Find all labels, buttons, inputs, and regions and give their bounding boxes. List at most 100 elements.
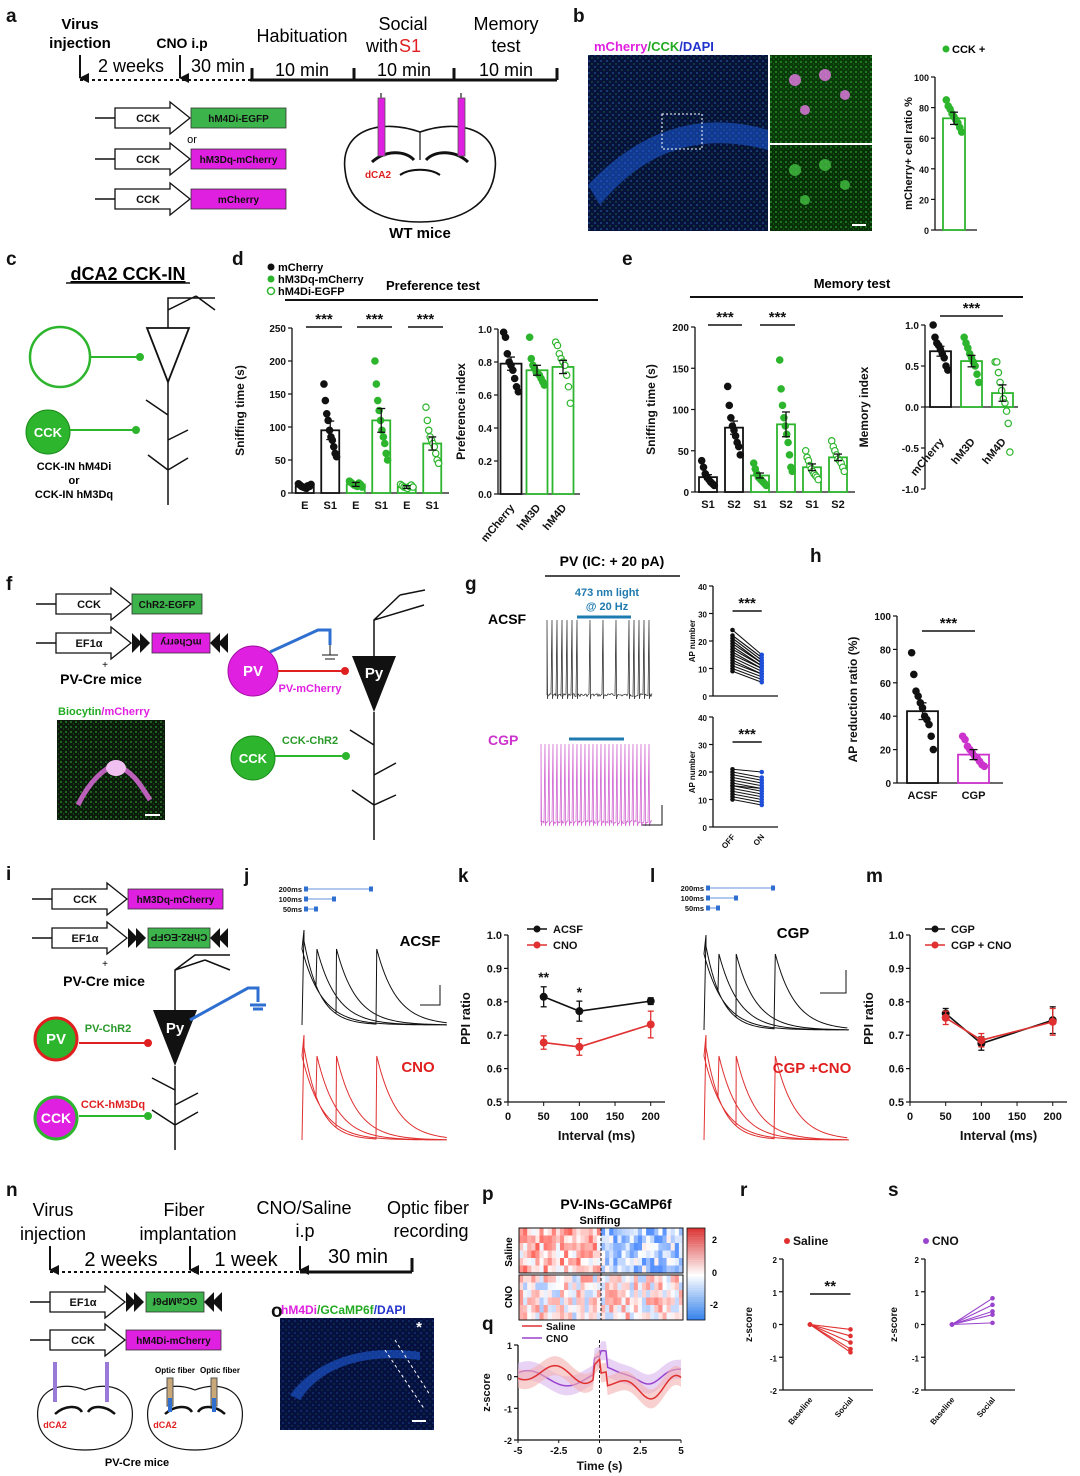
heatmap-cell (588, 1258, 594, 1266)
y-tick-label: 0 (703, 824, 708, 833)
f-mice: PV-Cre mice (60, 671, 142, 687)
heatmap-cell (588, 1243, 594, 1251)
pulse (369, 886, 373, 892)
j-acsf-traces (301, 929, 447, 1026)
heatmap-cell (617, 1258, 622, 1266)
data-point (980, 762, 989, 771)
heatmap-cell (650, 1250, 655, 1259)
heatmap-cell (568, 1282, 573, 1291)
x-tick-label: -2.5 (550, 1446, 568, 1457)
y-axis-label: z-score (744, 1307, 755, 1342)
heatmap-cell (560, 1235, 565, 1244)
title-part-0: mCherry (594, 39, 648, 54)
x-tick-label: 100 (972, 1111, 990, 1123)
panel-b-images: mCherry/CCK/DAPI (588, 39, 872, 231)
heatmap-cell (662, 1265, 667, 1274)
pair-line (732, 654, 762, 669)
heatmap-cell (588, 1282, 594, 1291)
point-after (990, 1296, 995, 1301)
y-tick-label: 50 (678, 447, 690, 458)
heatmap-cell (519, 1282, 524, 1291)
heatmap-cell (633, 1312, 639, 1321)
heatmap-cell (642, 1265, 647, 1274)
pair-line (809, 1323, 851, 1337)
heatmap-cell (588, 1275, 594, 1283)
heatmap-cell (564, 1243, 569, 1251)
heatmap-cell (535, 1282, 540, 1291)
a-cno: CNO i.p (156, 35, 207, 51)
sig-stars: *** (366, 311, 384, 328)
y-tick-label: -1.0 (902, 485, 920, 496)
heatmap-cell (531, 1282, 536, 1291)
y-tick-label: 100 (269, 423, 286, 434)
a-stage-1-name: Habituation (256, 26, 347, 46)
f-py-label: Py (365, 665, 384, 682)
heatmap-cell (547, 1258, 553, 1266)
i-mice: PV-Cre mice (63, 973, 145, 989)
o-image-title: hM4Di/GCaMP6f/DAPI (281, 1303, 406, 1317)
data-point (997, 386, 1006, 395)
heatmap-cell (625, 1275, 630, 1283)
heatmap-cell (576, 1265, 581, 1274)
y-axis-label: AP number (688, 620, 697, 663)
gene-box (127, 888, 224, 910)
heatmap-cell (543, 1312, 548, 1321)
point-after (759, 769, 765, 775)
heatmap-cell (629, 1305, 635, 1313)
colorbar-step (687, 1269, 705, 1272)
heatmap-cell (666, 1282, 671, 1291)
heatmap-cell (613, 1305, 618, 1313)
heatmap-cell (650, 1297, 655, 1306)
heatmap-cell (633, 1265, 639, 1274)
heatmap-cell (547, 1297, 553, 1306)
heatmap-cell (588, 1235, 594, 1244)
heatmap-cell (654, 1305, 659, 1313)
heatmap-cell (584, 1290, 589, 1298)
panel-letter-k: k (458, 866, 469, 887)
heatmap-cell (617, 1275, 622, 1283)
heatmap-cell (633, 1228, 639, 1236)
heatmap-cell (662, 1243, 667, 1251)
bar (929, 350, 952, 408)
heatmap-cell (678, 1228, 684, 1236)
gene-box (131, 593, 203, 615)
heatmap-cell (617, 1282, 622, 1291)
y-tick-label: 0 (773, 1322, 778, 1331)
data-point (736, 451, 745, 459)
gene-box (190, 148, 287, 170)
heatmap-cell (576, 1258, 581, 1266)
heatmap-cell (555, 1282, 561, 1291)
x-tick-label: Baseline (928, 1395, 956, 1426)
gene-label: GCaMP6f (152, 1295, 197, 1306)
heatmap-cell (642, 1275, 647, 1283)
heatmap-cell (584, 1275, 589, 1283)
pair-line (732, 670, 762, 683)
data-point (380, 439, 389, 448)
heatmap-cell (580, 1243, 585, 1251)
data-point (727, 413, 735, 422)
heatmap-cell (588, 1250, 594, 1259)
y-tick-label: 60 (919, 134, 929, 144)
heatmap-cell (572, 1305, 577, 1313)
pair-line (951, 1322, 993, 1326)
promoter-label: CCK (71, 1335, 95, 1347)
y-tick-label: 0.7 (487, 1030, 502, 1042)
x-tick-label: S2 (727, 499, 740, 511)
heatmap-cell (596, 1312, 602, 1321)
heatmap-cell (531, 1250, 536, 1259)
heatmap-cell (543, 1282, 548, 1291)
pair-line (732, 785, 762, 792)
panel-letter-p: p (482, 1184, 494, 1205)
pair-line (732, 771, 762, 779)
panel-letter-l: l (650, 866, 655, 887)
x-tick-label: S1 (324, 500, 337, 512)
heatmap-cell (658, 1243, 663, 1251)
panel-letter-q: q (482, 1314, 494, 1335)
heatmap-cell (601, 1235, 606, 1244)
pair-line (732, 776, 762, 784)
data-point (321, 396, 330, 405)
heatmap-cell (564, 1305, 569, 1313)
colorbar-step (687, 1313, 705, 1316)
data-point (514, 387, 523, 396)
